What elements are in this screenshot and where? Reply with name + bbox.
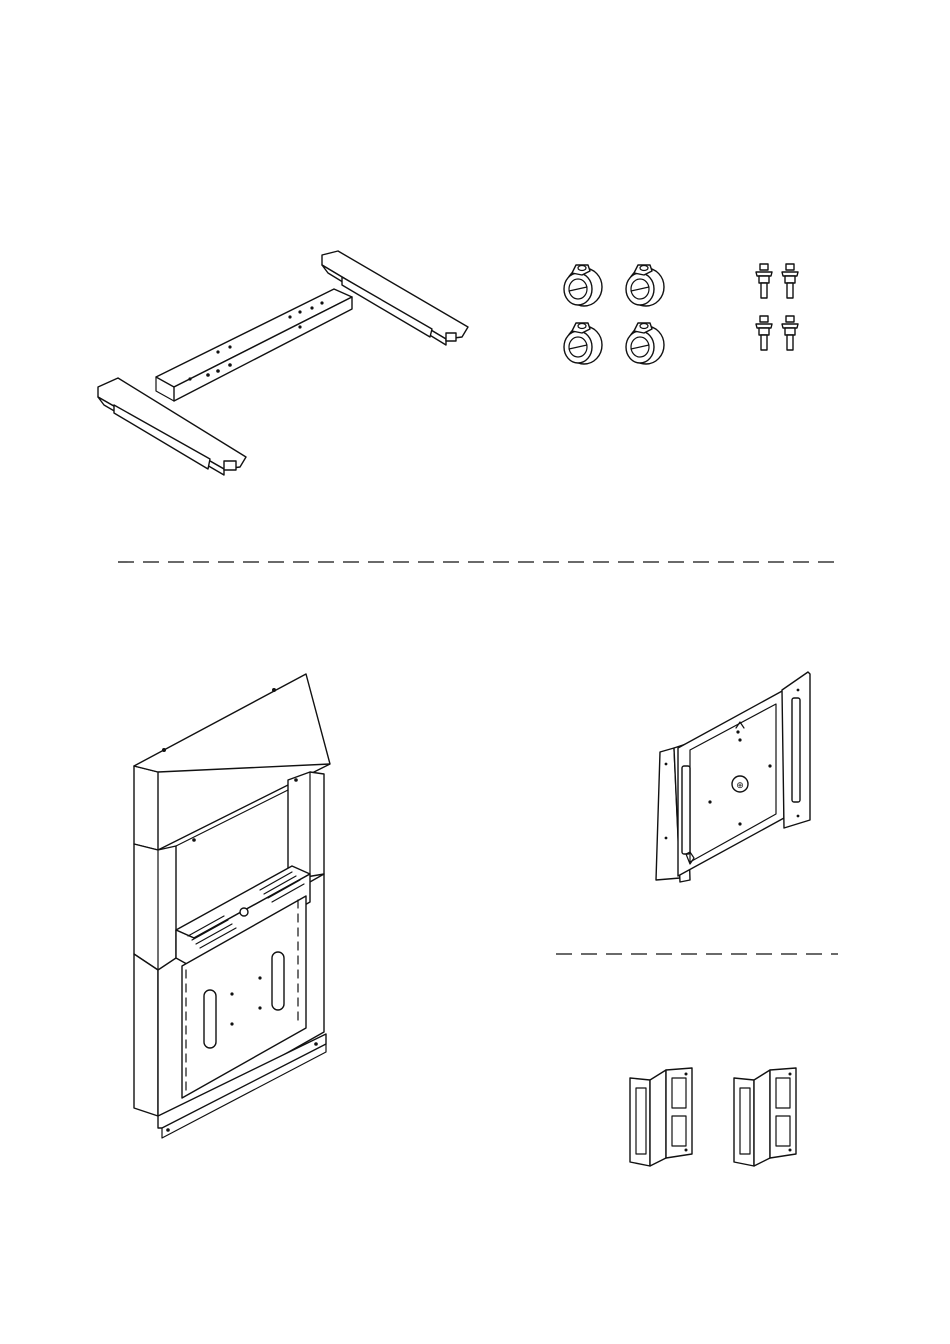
- caster-bolt-3: [756, 316, 772, 350]
- svg-text:⊕: ⊕: [736, 781, 744, 791]
- section-divider-right: [556, 950, 838, 958]
- tv-mount-plate: ⊕: [648, 668, 818, 900]
- caster-wheel-1: [564, 265, 602, 306]
- lift-column: [128, 668, 333, 1143]
- caster-wheel-4: [626, 323, 664, 364]
- section-divider-top: [118, 558, 834, 566]
- corner-brackets: [626, 1066, 806, 1170]
- base-frame: [90, 245, 480, 475]
- caster-bolt-4: [782, 316, 798, 350]
- caster-wheel-2: [626, 265, 664, 306]
- caster-bolt-2: [782, 264, 798, 298]
- caster-wheels: [550, 255, 680, 375]
- corner-bracket-1: [630, 1068, 692, 1166]
- caster-bolt-1: [756, 264, 772, 298]
- corner-bracket-2: [734, 1068, 796, 1166]
- caster-wheel-3: [564, 323, 602, 364]
- caster-bolts: [750, 260, 810, 355]
